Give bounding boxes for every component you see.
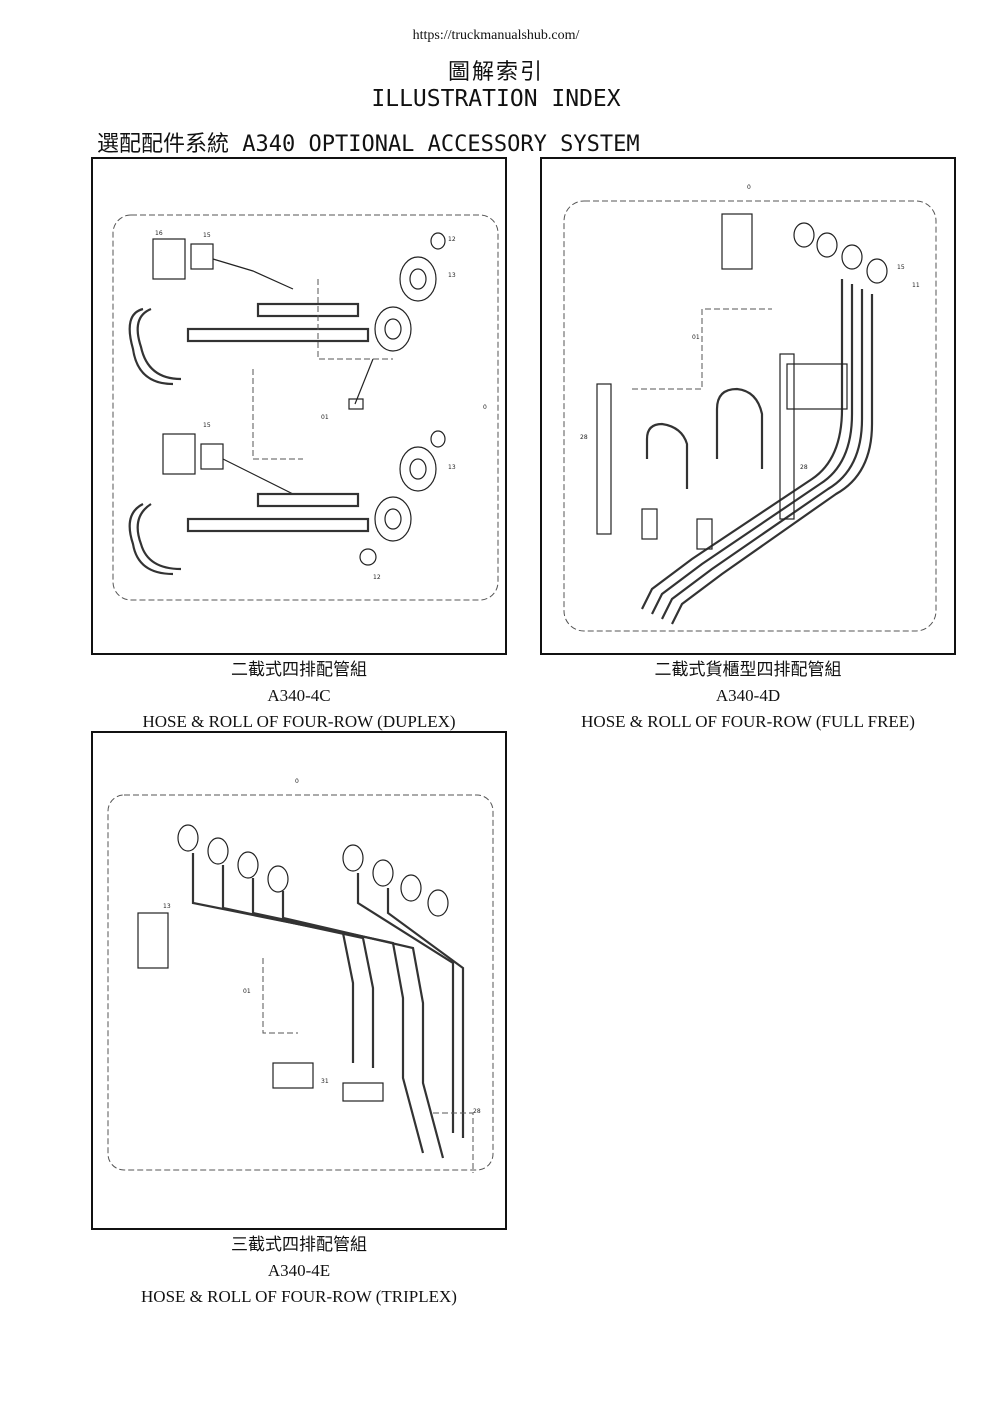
svg-text:28: 28 [580, 434, 588, 441]
triplex-hose-roll-drawing: 0 01 13 31 28 [107, 778, 494, 1173]
figure-a340-4e-diagram[interactable]: 0 01 13 31 28 [91, 731, 507, 1230]
figure-a340-4d-code: A340-4D [715, 686, 781, 705]
svg-text:13: 13 [448, 272, 456, 279]
figure-a340-4c-caption-chinese: 二截式四排配管組 [231, 660, 367, 679]
source-url[interactable]: https://truckmanualshub.com/ [412, 28, 580, 43]
full-free-hose-roll-drawing: 0 01 28 28 15 11 [563, 184, 937, 632]
svg-text:0: 0 [483, 404, 487, 411]
figure-a340-4d-caption-chinese: 二截式貨櫃型四排配管組 [654, 660, 842, 679]
figure-a340-4d-diagram[interactable]: 0 01 28 28 15 11 [540, 157, 956, 655]
page-title-chinese: 圖解索引 [447, 60, 544, 85]
svg-text:01: 01 [321, 414, 329, 421]
page-title-english: ILLUSTRATION INDEX [371, 86, 621, 112]
svg-text:12: 12 [373, 574, 381, 581]
svg-text:11: 11 [912, 282, 920, 289]
svg-text:15: 15 [897, 264, 905, 271]
figure-a340-4c-code: A340-4C [267, 686, 331, 705]
svg-text:15: 15 [203, 232, 211, 239]
figure-a340-4c-caption-english: HOSE & ROLL OF FOUR-ROW (DUPLEX) [142, 712, 456, 731]
figure-a340-4e-code: A340-4E [267, 1261, 331, 1280]
section-heading: 選配配件系統 A340 OPTIONAL ACCESSORY SYSTEM [97, 132, 640, 157]
svg-text:01: 01 [692, 334, 700, 341]
svg-text:12: 12 [448, 236, 456, 243]
svg-text:28: 28 [800, 464, 808, 471]
figure-a340-4c-diagram[interactable]: 15 16 13 12 01 0 15 13 12 [91, 157, 507, 655]
svg-text:31: 31 [321, 1078, 329, 1085]
svg-text:15: 15 [203, 422, 211, 429]
svg-text:01: 01 [243, 988, 251, 995]
svg-text:0: 0 [747, 184, 751, 191]
svg-text:13: 13 [163, 903, 171, 910]
duplex-hose-roll-drawing: 15 16 13 12 01 0 15 13 12 [112, 214, 499, 601]
svg-text:13: 13 [448, 464, 456, 471]
figure-a340-4e-caption-english: HOSE & ROLL OF FOUR-ROW (TRIPLEX) [141, 1287, 457, 1306]
figure-a340-4d-caption-english: HOSE & ROLL OF FOUR-ROW (FULL FREE) [581, 712, 915, 731]
svg-text:28: 28 [473, 1108, 481, 1115]
svg-text:0: 0 [295, 778, 299, 785]
figure-a340-4e-caption-chinese: 三截式四排配管組 [231, 1235, 367, 1254]
svg-text:16: 16 [155, 230, 163, 237]
